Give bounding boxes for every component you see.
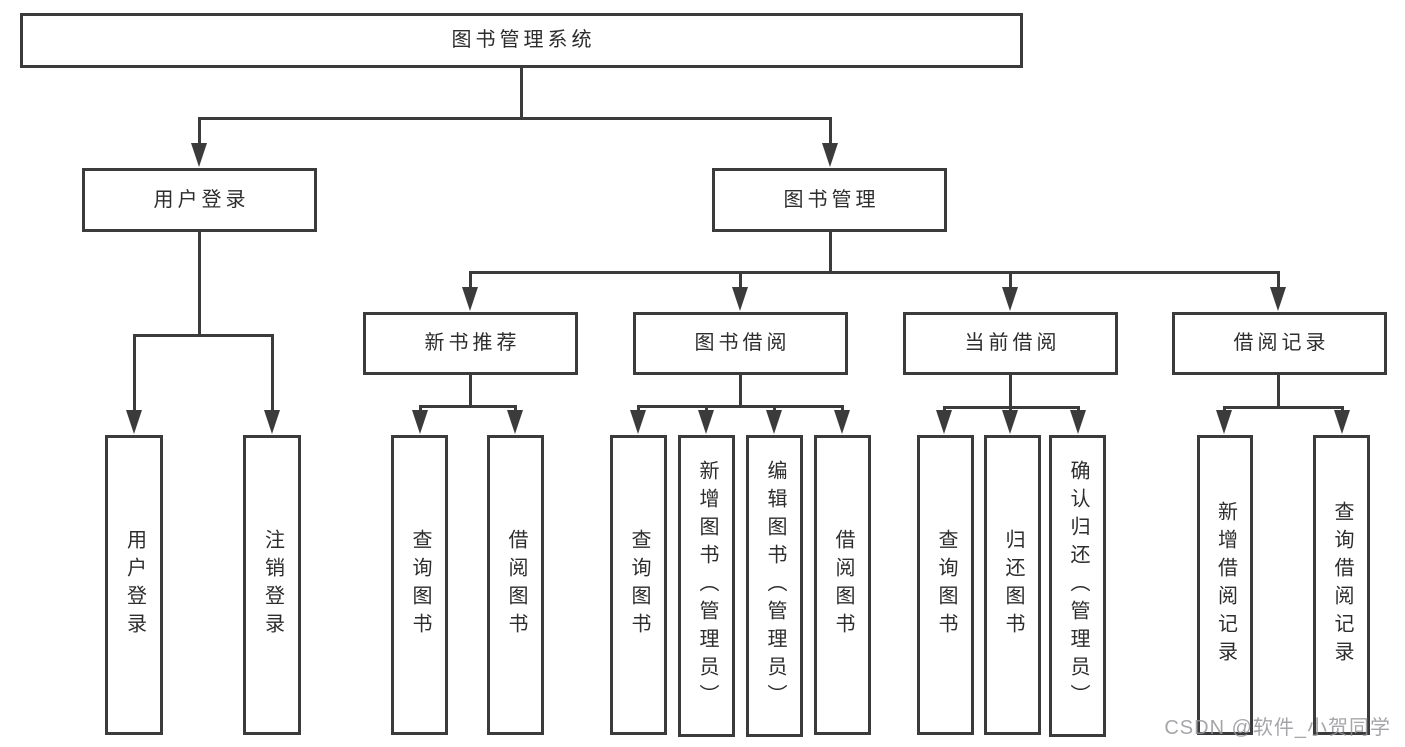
node-label-new-book-recommend: 新书推荐 (424, 332, 521, 354)
arrow-down-icon (732, 287, 748, 311)
connector-bar-book-borrowing (636, 404, 844, 408)
node-new-book-recommend: 新书推荐 (363, 312, 578, 375)
connector-drop-library-system (828, 118, 832, 151)
connector-stem-current-borrowing (1008, 375, 1012, 407)
node-label-book-management: 图书管理 (783, 188, 880, 211)
arrow-down-icon (507, 410, 523, 434)
node-confirm-return-admin: 确认归还（管理员） (1049, 435, 1106, 737)
arrow-down-icon (822, 143, 838, 167)
connector-drop-book-management (738, 272, 742, 295)
arrow-down-icon (462, 287, 478, 311)
connector-stem-book-management (828, 232, 832, 272)
connector-drop-book-management (1276, 272, 1280, 295)
node-borrowing-records: 借阅记录 (1172, 312, 1387, 375)
node-borrow-books-1: 借阅图书 (487, 435, 544, 735)
arrow-down-icon (698, 410, 714, 434)
node-add-borrow-record: 新增借阅记录 (1197, 435, 1253, 735)
node-query-books-2: 查询图书 (610, 435, 667, 735)
node-edit-books-admin: 编辑图书（管理员） (746, 435, 803, 737)
arrow-down-icon (1070, 410, 1086, 434)
arrow-down-icon (1216, 410, 1232, 434)
arrow-down-icon (191, 143, 207, 167)
connector-drop-user-login-branch (270, 335, 274, 418)
node-label-current-borrowing: 当前借阅 (964, 332, 1061, 354)
node-label-query-books-2: 查询图书 (628, 529, 650, 641)
node-add-books-admin: 新增图书（管理员） (678, 435, 735, 737)
connector-drop-book-management (1008, 272, 1012, 295)
node-label-borrowing-records: 借阅记录 (1233, 332, 1330, 354)
csdn-watermark: CSDN @软件_小贺同学 (1164, 717, 1391, 739)
arrow-down-icon (1002, 287, 1018, 311)
arrow-down-icon (630, 410, 646, 434)
node-return-books: 归还图书 (984, 435, 1041, 735)
connector-stem-new-book-recommend (468, 375, 472, 406)
arrow-down-icon (834, 410, 850, 434)
node-label-add-borrow-record: 新增借阅记录 (1214, 501, 1237, 669)
node-user-login-branch: 用户登录 (82, 168, 317, 232)
connector-bar-book-management (468, 270, 1280, 274)
node-book-management: 图书管理 (712, 168, 947, 232)
connector-bar-borrowing-records (1222, 405, 1344, 409)
arrow-down-icon (1270, 287, 1286, 311)
node-label-borrow-books-1: 借阅图书 (505, 529, 527, 641)
arrow-down-icon (126, 410, 142, 434)
node-label-book-borrowing: 图书借阅 (694, 332, 791, 354)
node-label-confirm-return-admin: 确认归还（管理员） (1067, 460, 1089, 712)
connector-stem-book-borrowing (738, 375, 742, 406)
node-label-user-login-leaf: 用户登录 (123, 529, 146, 641)
node-borrow-books-2: 借阅图书 (814, 435, 871, 735)
node-label-user-login-branch: 用户登录 (153, 188, 250, 211)
connector-bar-library-system (197, 116, 832, 120)
connector-drop-user-login-branch (132, 335, 136, 418)
node-book-borrowing: 图书借阅 (633, 312, 848, 375)
connector-drop-library-system (197, 118, 201, 151)
node-logout: 注销登录 (243, 435, 301, 735)
node-label-query-books-3: 查询图书 (935, 529, 957, 641)
connector-stem-library-system (519, 68, 523, 118)
node-label-return-books: 归还图书 (1002, 529, 1024, 641)
arrow-down-icon (264, 410, 280, 434)
arrow-down-icon (412, 410, 428, 434)
node-label-library-system: 图书管理系统 (451, 29, 596, 51)
node-label-logout: 注销登录 (261, 529, 284, 641)
node-label-edit-books-admin: 编辑图书（管理员） (764, 460, 786, 712)
node-label-borrow-books-2: 借阅图书 (832, 529, 854, 641)
node-label-add-books-admin: 新增图书（管理员） (696, 460, 718, 712)
node-current-borrowing: 当前借阅 (903, 312, 1118, 375)
node-user-login-leaf: 用户登录 (105, 435, 163, 735)
connector-drop-book-management (468, 272, 472, 295)
connector-stem-borrowing-records (1276, 375, 1280, 407)
node-query-borrow-record: 查询借阅记录 (1313, 435, 1370, 735)
node-query-books-1: 查询图书 (391, 435, 448, 735)
arrow-down-icon (1002, 410, 1018, 434)
node-query-books-3: 查询图书 (917, 435, 974, 735)
arrow-down-icon (1334, 410, 1350, 434)
connector-bar-new-book-recommend (418, 404, 517, 408)
connector-stem-user-login-branch (197, 232, 201, 335)
arrow-down-icon (936, 410, 952, 434)
node-label-query-books-1: 查询图书 (409, 529, 431, 641)
node-label-query-borrow-record: 查询借阅记录 (1331, 501, 1353, 669)
connector-bar-user-login-branch (132, 333, 274, 337)
node-library-system: 图书管理系统 (20, 13, 1023, 68)
arrow-down-icon (766, 410, 782, 434)
